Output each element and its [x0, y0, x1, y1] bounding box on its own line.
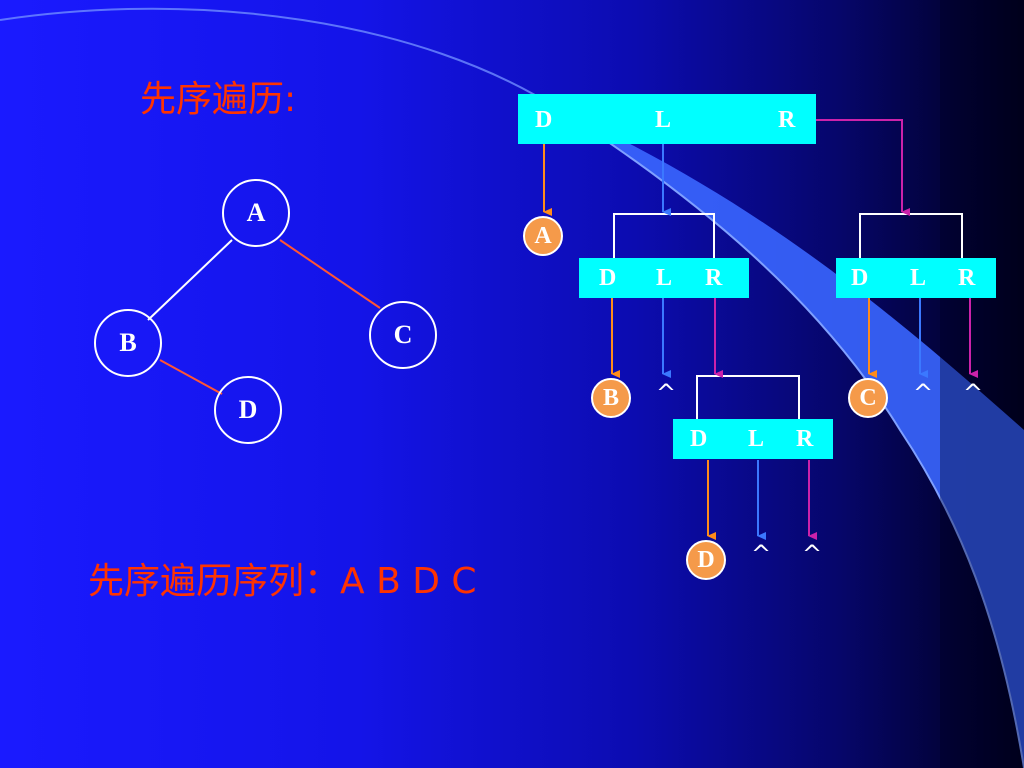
edge-a-c [279, 239, 381, 309]
tree-node-c-circle [369, 301, 437, 369]
dlr-box-c [836, 258, 996, 298]
visit-node-d: D [686, 540, 726, 580]
tree-node-d: D [238, 395, 258, 424]
box-d-l-label: L [748, 426, 765, 452]
page-title: 先序遍历: [140, 79, 297, 120]
box-b-d-label: D [599, 265, 617, 291]
decorative-sweep [560, 110, 1024, 768]
box-c-d-label: D [851, 265, 869, 291]
root-box-l-label: L [655, 107, 672, 133]
visit-node-c: C [848, 378, 888, 418]
traversal-sequence: 先序遍历序列：A B D C [88, 561, 477, 602]
tree-node-b-circle [94, 309, 162, 377]
box-c-l-label: L [910, 265, 927, 291]
decorative-sweep-edge [559, 109, 1024, 768]
bracket-c [859, 213, 963, 258]
root-box-d-label: D [535, 107, 553, 133]
dlr-box-d [673, 419, 833, 459]
null-marker-c-left: ^ [913, 379, 934, 407]
tree-node-d-circle [214, 376, 282, 444]
box-d-d-label: D [690, 426, 708, 452]
decorative-right-band [940, 0, 1024, 768]
null-marker-b-left: ^ [656, 379, 677, 407]
edge-a-b [147, 239, 233, 321]
tree-node-a-circle [222, 179, 290, 247]
visit-node-a: A [523, 216, 563, 256]
box-d-r-label: R [796, 426, 814, 452]
box-b-r-label: R [705, 265, 723, 291]
bracket-b [613, 213, 715, 258]
dlr-box-root [518, 94, 816, 144]
decorative-arc [0, 7, 561, 111]
tree-node-a: A [246, 198, 266, 227]
arrow-root-r [812, 119, 910, 216]
edge-b-d [159, 359, 223, 395]
visit-node-b: B [591, 378, 631, 418]
null-marker-c-right: ^ [963, 379, 984, 407]
tree-node-c: C [393, 320, 413, 349]
null-marker-d-right: ^ [802, 540, 823, 568]
box-c-r-label: R [958, 265, 976, 291]
bracket-d [696, 375, 800, 419]
dlr-box-b [579, 258, 749, 298]
null-marker-d-left: ^ [751, 540, 772, 568]
tree-node-b: B [119, 328, 137, 357]
root-box-r-label: R [778, 107, 796, 133]
box-b-l-label: L [656, 265, 673, 291]
